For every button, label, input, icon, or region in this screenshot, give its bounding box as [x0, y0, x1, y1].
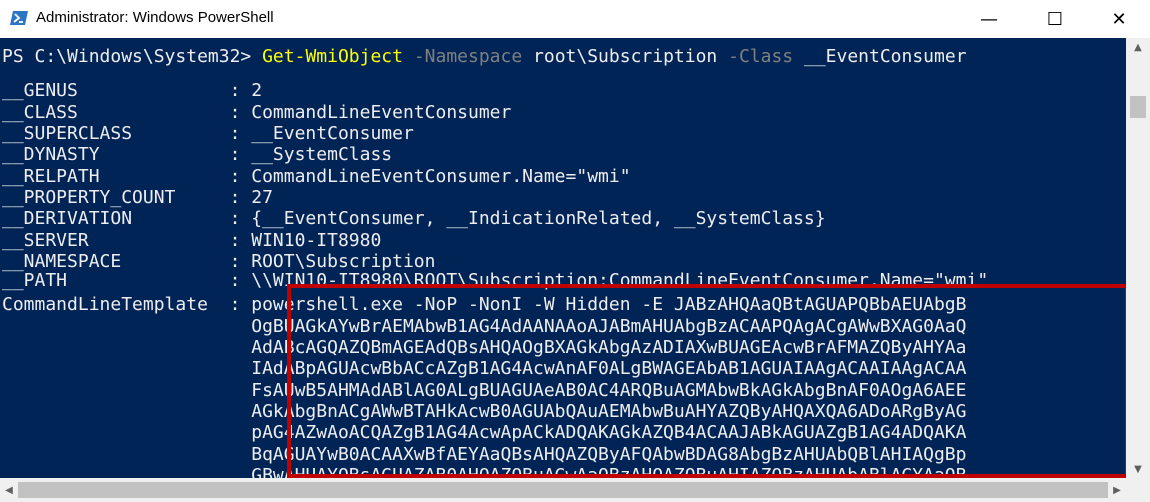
close-button[interactable]: ✕	[1096, 0, 1142, 38]
console-output[interactable]: PS C:\Windows\System32> Get-WmiObject -N…	[0, 38, 1126, 478]
output-row: FsAUwB5AHMAdABlAG0ALgBUAGUAeAB0AC4ARQBuA…	[2, 380, 967, 401]
vertical-scroll-thumb[interactable]	[1130, 96, 1146, 118]
minimize-icon: —	[980, 8, 998, 30]
output-row: __NAMESPACE : ROOT\Subscription	[2, 251, 436, 272]
maximize-button[interactable]: ☐	[1032, 0, 1078, 38]
command-line: PS C:\Windows\System32> Get-WmiObject -N…	[2, 46, 967, 68]
class-value: __EventConsumer	[793, 46, 967, 67]
output-row: __SUPERCLASS : __EventConsumer	[2, 123, 414, 144]
powershell-icon	[9, 8, 29, 28]
class-param: -Class	[717, 46, 794, 67]
output-row: OgBUAGkAYwBrAEMAbwB1AG4AdAANAAoAJABmAHUA…	[2, 316, 967, 337]
scrollbar-corner	[1126, 478, 1150, 502]
output-row: AGkAbgBnACgAWwBTAHkAcwB0AGUAbQAuAEMAbwBu…	[2, 401, 967, 422]
horizontal-scrollbar[interactable]: ◀ ▶	[0, 478, 1126, 502]
output-row: BqAGUAYwB0ACAAXwBfAEYAaQBsAHQAZQByAFQAbw…	[2, 444, 967, 465]
output-row: __DYNASTY : __SystemClass	[2, 144, 393, 165]
output-row: CommandLineTemplate : powershell.exe -No…	[2, 294, 967, 315]
output-row: __DERIVATION : {__EventConsumer, __Indic…	[2, 208, 826, 229]
vertical-scrollbar[interactable]: ▲ ▼	[1126, 38, 1150, 478]
output-row: pAG4AZwAoACQAZgB1AG4AcwApACkADQAKAGkAZQB…	[2, 422, 967, 443]
output-row: AdABcAGQAZQBmAGEAdQBsAHQAOgBXAGkAbgAzADI…	[2, 337, 967, 358]
horizontal-scroll-thumb[interactable]	[18, 482, 1108, 498]
window-title: Administrator: Windows PowerShell	[36, 9, 274, 26]
output-row: __GENUS : 2	[2, 80, 263, 101]
close-icon: ✕	[1111, 8, 1127, 30]
namespace-param: -Namespace	[402, 46, 523, 67]
title-bar: Administrator: Windows PowerShell — ☐ ✕	[0, 0, 1150, 38]
namespace-value: root\Subscription	[522, 46, 718, 67]
scroll-right-arrow-icon[interactable]: ▶	[1113, 484, 1121, 496]
output-row: __PATH : \\WIN10-IT8980\ROOT\Subscriptio…	[2, 270, 989, 291]
output-row: __CLASS : CommandLineEventConsumer	[2, 102, 512, 123]
output-row: __PROPERTY_COUNT : 27	[2, 187, 273, 208]
minimize-button[interactable]: —	[966, 0, 1012, 38]
output-row: __RELPATH : CommandLineEventConsumer.Nam…	[2, 166, 631, 187]
output-row: GBwAHUAYQBsAGUAZAB0AHQAZQBuAGwAaQBzAHQAZ…	[2, 465, 967, 478]
prompt: PS C:\Windows\System32>	[2, 46, 263, 67]
scroll-left-arrow-icon[interactable]: ◀	[5, 484, 13, 496]
output-row: __SERVER : WIN10-IT8980	[2, 230, 382, 251]
scroll-up-arrow-icon[interactable]: ▲	[1134, 41, 1142, 53]
output-row: IAdABpAGUAcwBbACcAZgB1AG4AcwAnAF0ALgBWAG…	[2, 358, 967, 379]
maximize-icon: ☐	[1046, 8, 1064, 30]
cmdlet-name: Get-WmiObject	[262, 46, 403, 67]
scroll-down-arrow-icon[interactable]: ▼	[1134, 463, 1142, 475]
